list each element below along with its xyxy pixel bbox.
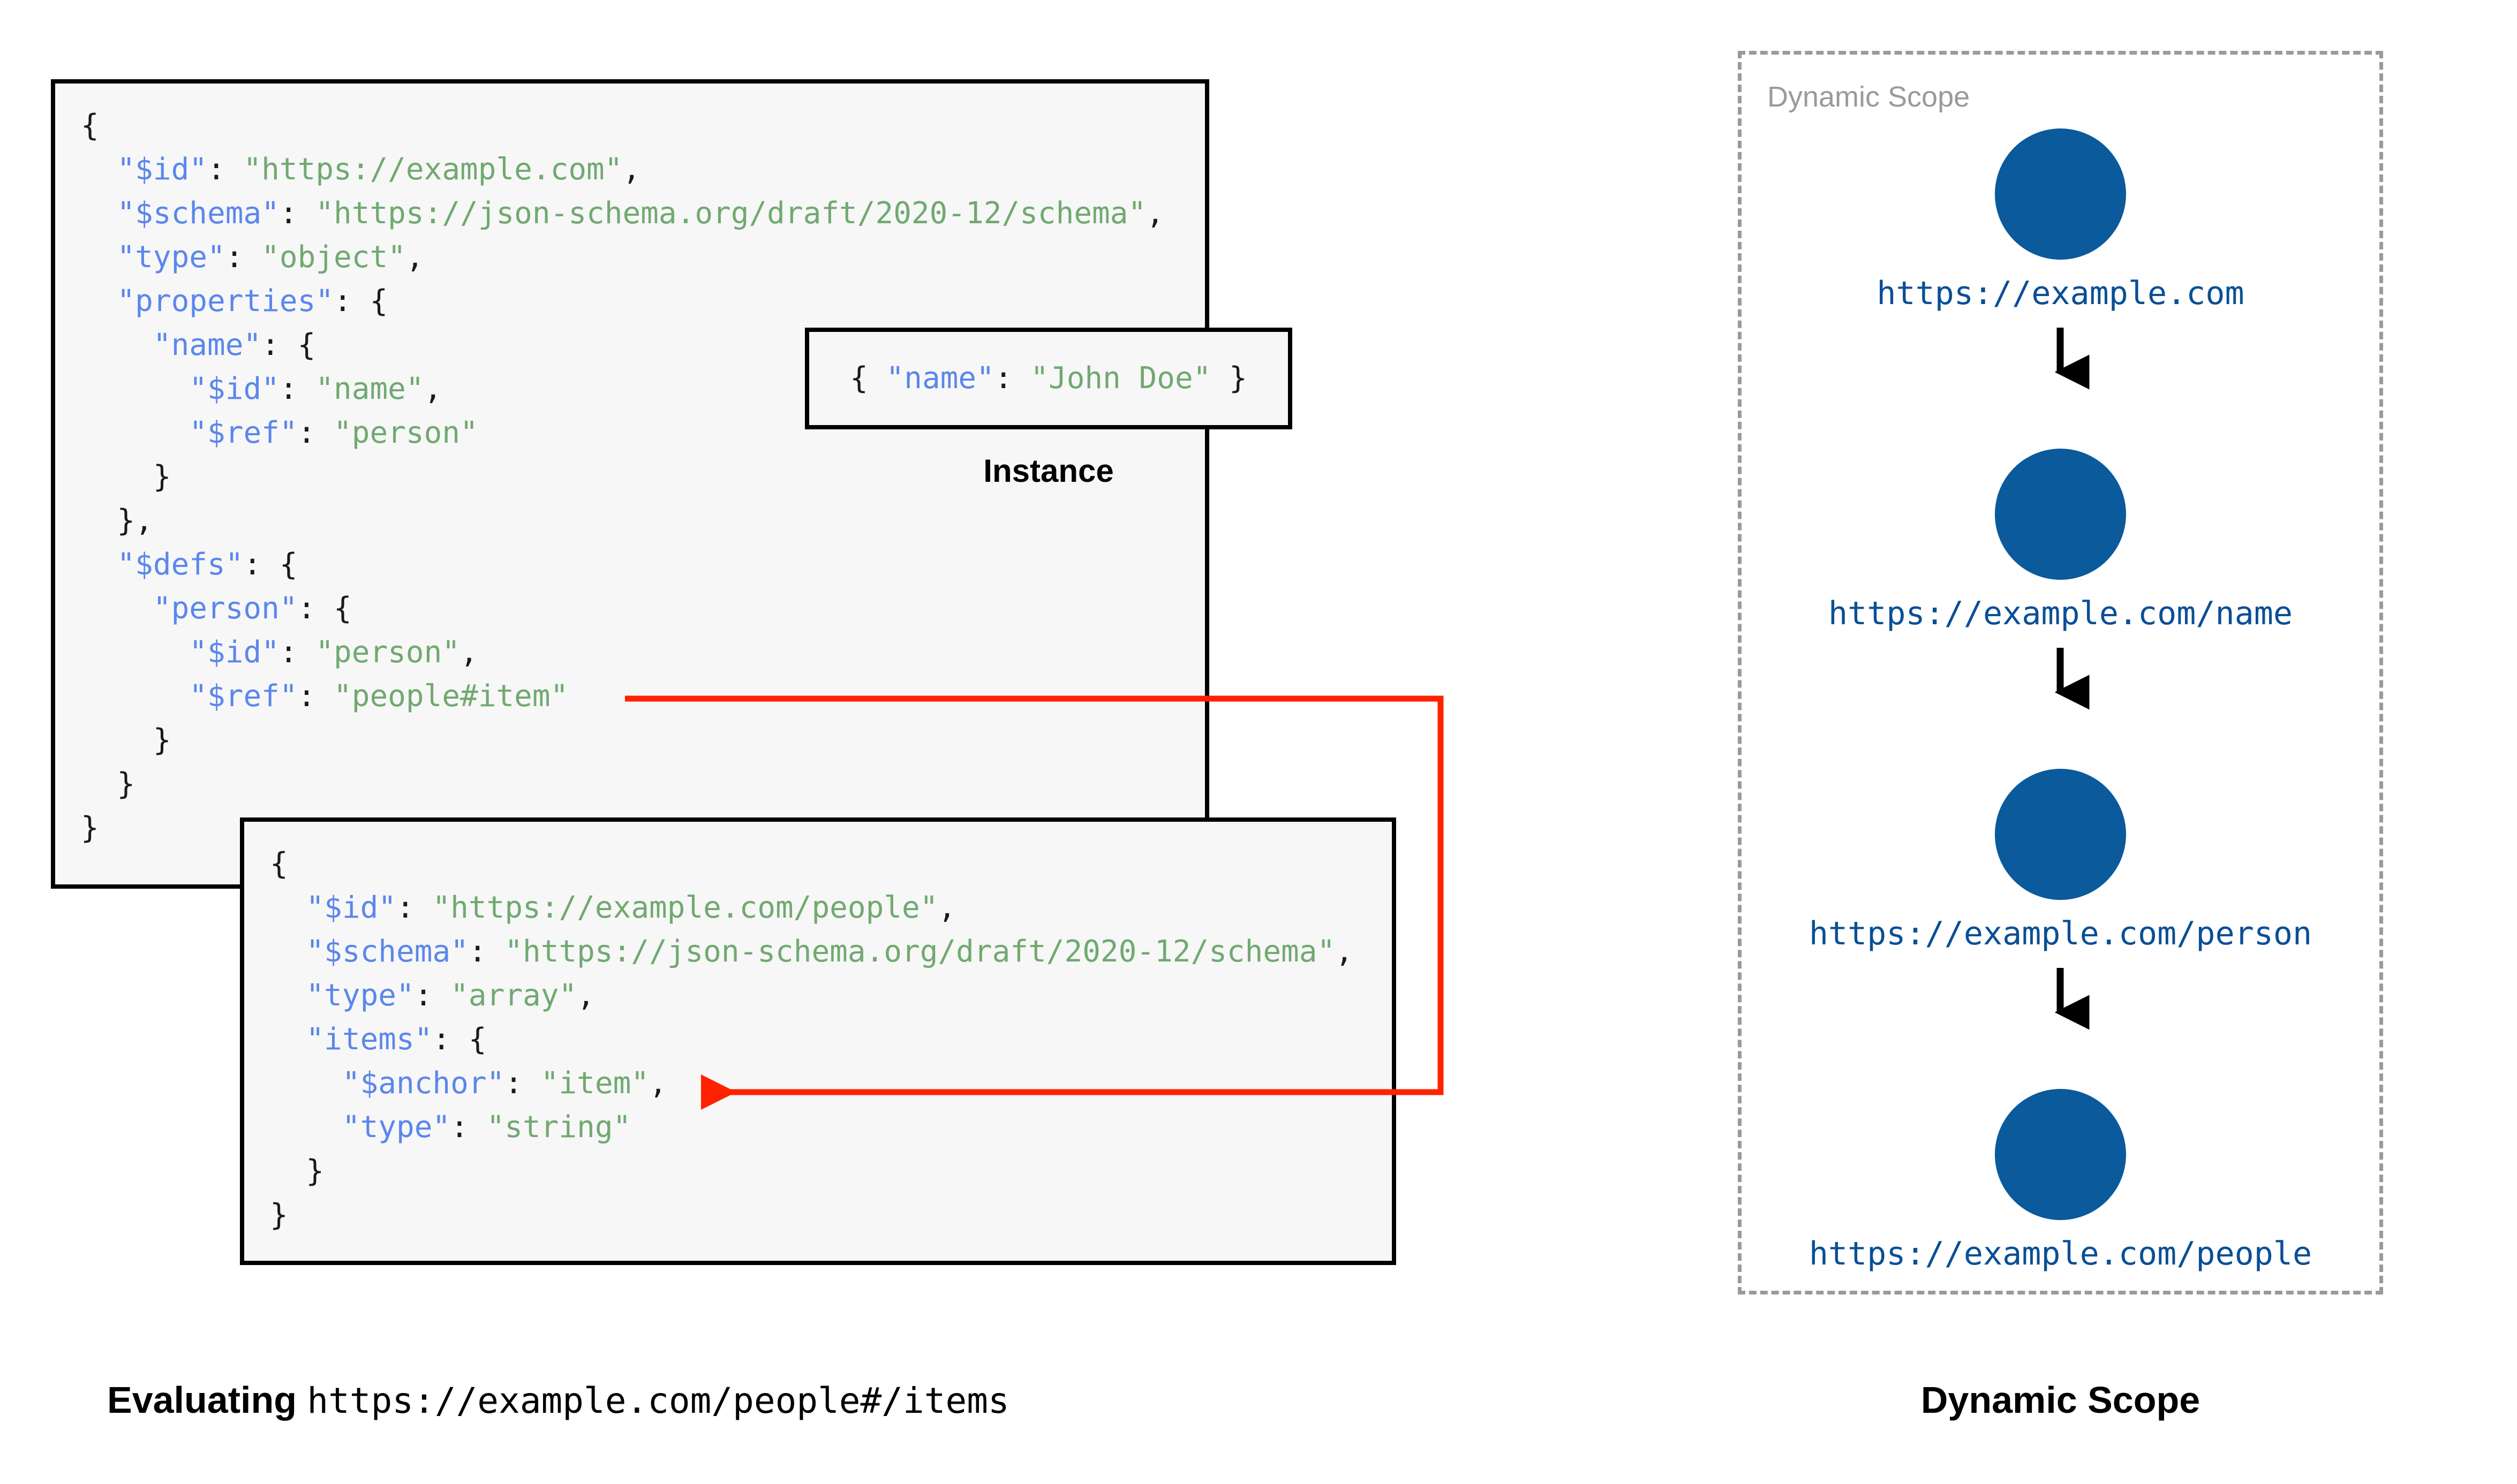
evaluating-caption: Evaluating https://example.com/people#/i… [107,1379,1009,1421]
dynamic-scope-caption: Dynamic Scope [1920,1379,2201,1421]
instance-code: { "name": "John Doe" } [850,361,1247,396]
scope-circle-icon [1995,1089,2126,1220]
dynamic-scope-node-1: https://example.com/name [1738,449,2383,632]
scope-node-label: https://example.com/name [1828,595,2293,632]
scope-node-label: https://example.com/person [1808,915,2312,952]
instance-caption: Instance [983,453,1114,489]
dynamic-scope-inline-label: Dynamic Scope [1767,81,1970,113]
scope-circle-icon [1995,128,2126,260]
scope-circle-icon [1995,449,2126,580]
people-schema-box: { "$id": "https://example.com/people", "… [240,817,1396,1265]
people-schema-code: { "$id": "https://example.com/people", "… [270,846,1353,1232]
dynamic-scope-node-3: https://example.com/people [1738,1089,2383,1273]
evaluating-caption-bold: Evaluating [107,1379,297,1421]
dynamic-scope-panel [1738,51,2383,1294]
scope-circle-icon [1995,769,2126,900]
scope-node-label: https://example.com [1877,275,2244,312]
evaluating-caption-uri: https://example.com/people#/items [307,1380,1009,1421]
dynamic-scope-node-2: https://example.com/person [1738,769,2383,952]
scope-node-label: https://example.com/people [1808,1235,2312,1273]
root-schema-code: { "$id": "https://example.com", "$schema… [81,108,1164,845]
dynamic-scope-node-0: https://example.com [1738,128,2383,312]
instance-box: { "name": "John Doe" } [805,328,1292,429]
